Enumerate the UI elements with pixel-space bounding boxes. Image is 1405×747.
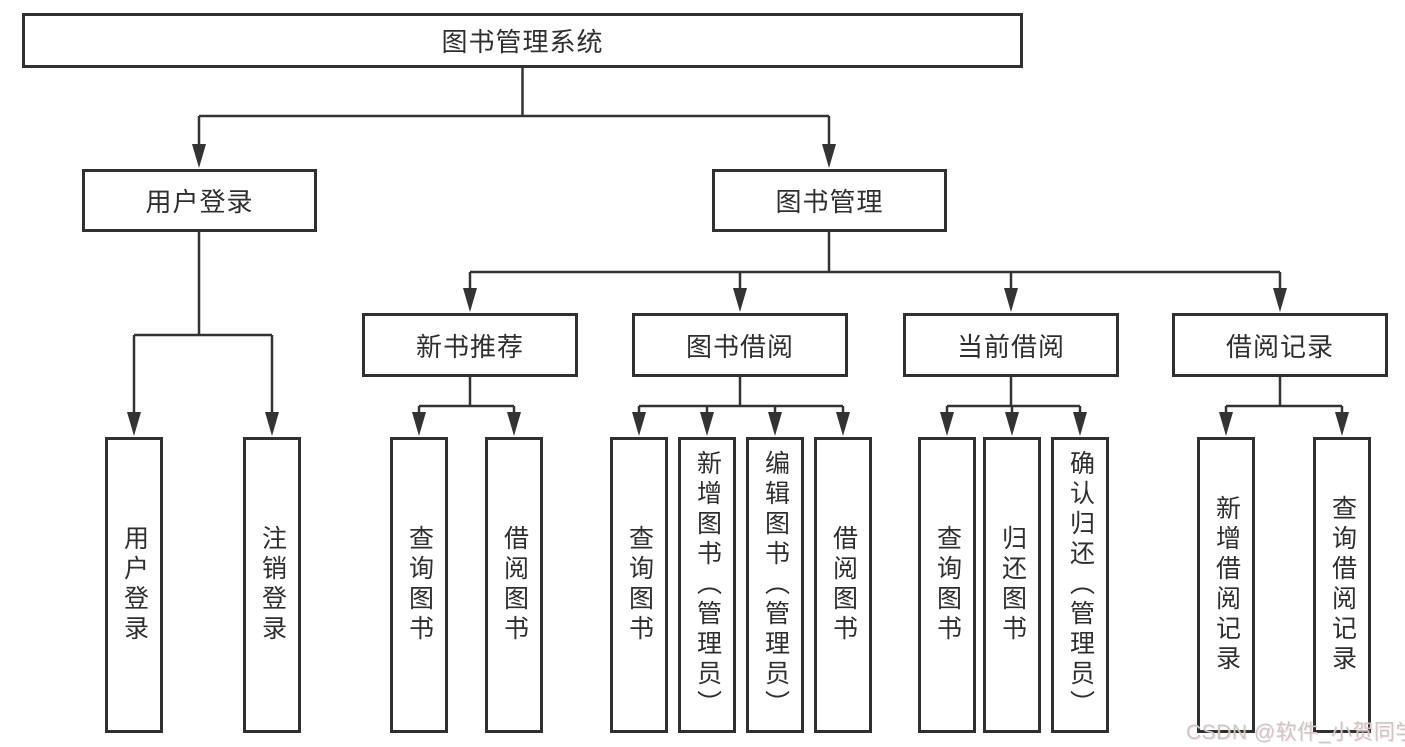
- node-label: 查询图书: [625, 525, 654, 645]
- leaf-borrow-query-books: 查询图书: [610, 437, 668, 733]
- node-label: 借阅图书: [829, 525, 858, 645]
- node-book-borrowing: 图书借阅: [632, 313, 848, 377]
- watermark: CSDN @软件_小贺同学: [1186, 721, 1405, 744]
- arrow-down-icon: [632, 412, 646, 436]
- node-label: 编辑图书（管理员）: [761, 450, 790, 720]
- node-library-management-system: 图书管理系统: [22, 13, 1023, 68]
- node-label: 归还图书: [998, 525, 1027, 645]
- leaf-edit-books-admin: 编辑图书（管理员）: [746, 437, 804, 733]
- node-label: 确认归还（管理员）: [1066, 450, 1095, 720]
- leaf-add-books-admin: 新增图书（管理员）: [678, 437, 736, 733]
- node-label: 借阅图书: [500, 525, 529, 645]
- leaf-current-query-books: 查询图书: [918, 437, 976, 733]
- leaf-rec-query-books: 查询图书: [390, 437, 448, 733]
- arrow-down-icon: [1219, 412, 1233, 436]
- arrow-down-icon: [507, 412, 521, 436]
- node-label: 查询借阅记录: [1328, 495, 1357, 675]
- arrow-down-icon: [1005, 412, 1019, 436]
- node-book-management: 图书管理: [712, 169, 947, 232]
- node-label: 用户登录: [120, 525, 149, 645]
- arrow-down-icon: [822, 144, 836, 168]
- node-label: 借阅记录: [1225, 331, 1334, 362]
- arrow-down-icon: [463, 288, 477, 312]
- arrow-down-icon: [192, 144, 206, 168]
- arrow-down-icon: [700, 412, 714, 436]
- node-label: 新书推荐: [415, 331, 524, 362]
- node-label: 图书管理: [775, 187, 884, 217]
- node-current-borrowing: 当前借阅: [903, 313, 1119, 377]
- leaf-return-books: 归还图书: [983, 437, 1041, 733]
- leaf-confirm-return-admin: 确认归还（管理员）: [1051, 437, 1109, 733]
- leaf-logout: 注销登录: [243, 437, 301, 733]
- arrow-down-icon: [768, 412, 782, 436]
- node-label: 查询图书: [405, 525, 434, 645]
- arrow-down-icon: [412, 412, 426, 436]
- node-new-book-recommendation: 新书推荐: [362, 313, 578, 377]
- leaf-user-login: 用户登录: [105, 437, 163, 733]
- arrow-down-icon: [1273, 288, 1287, 312]
- node-label: 查询图书: [933, 525, 962, 645]
- arrow-down-icon: [127, 412, 141, 436]
- arrow-down-icon: [940, 412, 954, 436]
- arrow-down-icon: [733, 288, 747, 312]
- node-label: 注销登录: [258, 525, 287, 645]
- arrow-down-icon: [265, 412, 279, 436]
- node-label: 用户登录: [145, 187, 254, 217]
- leaf-query-borrow-record: 查询借阅记录: [1313, 437, 1371, 733]
- node-label: 当前借阅: [956, 331, 1065, 362]
- arrow-down-icon: [1004, 288, 1018, 312]
- arrow-down-icon: [1335, 412, 1349, 436]
- arrow-down-icon: [836, 412, 850, 436]
- node-label: 图书借阅: [685, 331, 794, 362]
- arrowhead-icons: [127, 144, 1349, 436]
- node-label: 新增图书（管理员）: [693, 450, 722, 720]
- node-label: 新增借阅记录: [1212, 495, 1241, 675]
- node-user-login: 用户登录: [82, 169, 317, 232]
- arrow-down-icon: [1073, 412, 1087, 436]
- node-label: 图书管理系统: [441, 27, 604, 57]
- leaf-rec-borrow-books: 借阅图书: [485, 437, 543, 733]
- leaf-borrow-books: 借阅图书: [814, 437, 872, 733]
- node-borrowing-records: 借阅记录: [1172, 313, 1388, 377]
- connector-paths: [132, 68, 1344, 418]
- leaf-add-borrow-record: 新增借阅记录: [1197, 437, 1255, 733]
